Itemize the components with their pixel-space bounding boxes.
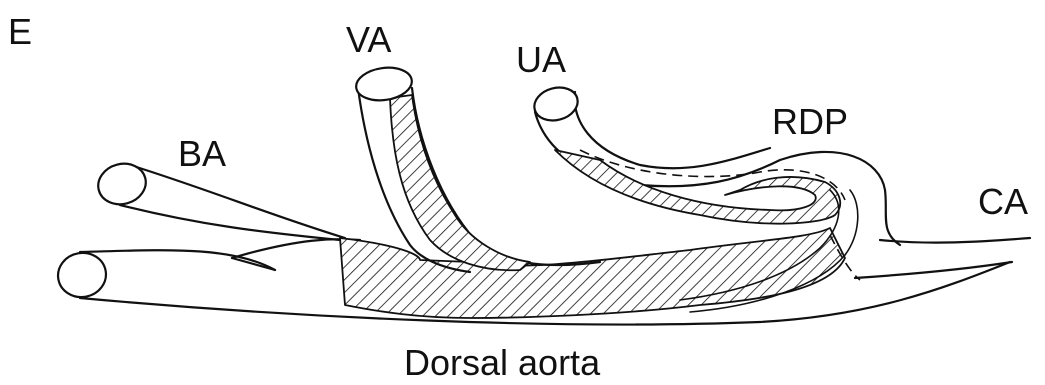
label-dorsal-aorta: Dorsal aorta xyxy=(404,342,601,383)
ca-branch xyxy=(855,238,1030,278)
va-hatched xyxy=(390,95,530,270)
panel-label: E xyxy=(8,11,32,52)
label-ua: UA xyxy=(516,39,566,80)
dorsal-aorta-end xyxy=(55,249,110,301)
ua-hatched xyxy=(555,150,840,224)
label-ca: CA xyxy=(978,181,1028,222)
label-ba: BA xyxy=(178,133,226,174)
label-rdp: RDP xyxy=(772,101,848,142)
label-va: VA xyxy=(346,19,391,60)
dorsal-aorta-hatched xyxy=(340,228,845,318)
ba-vessel-end xyxy=(94,158,151,209)
